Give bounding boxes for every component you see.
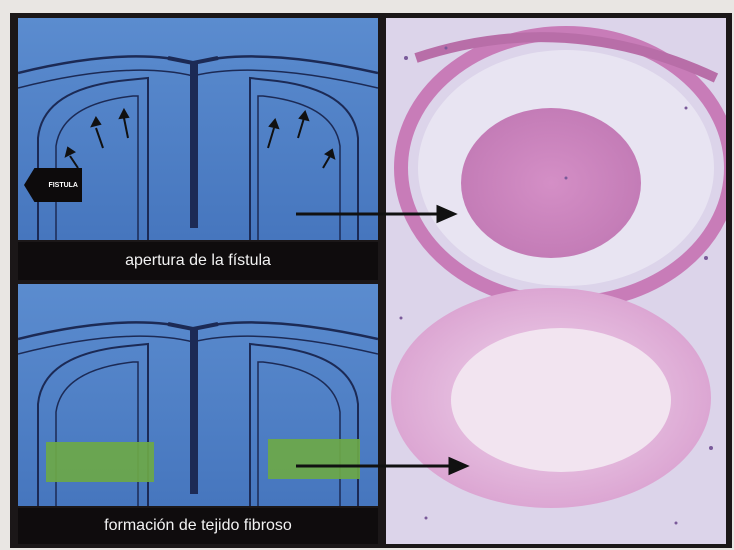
fistula-tag-label: FISTULA [48,182,78,189]
histo-core-top [461,108,641,258]
caption-top: apertura de la fístula [18,242,378,280]
fistula-tag: FISTULA [24,168,82,202]
diagram-bottom-svg [18,284,378,506]
histology-svg [386,18,726,544]
caption-bottom-text: formación de tejido fibroso [104,517,292,535]
caption-bottom: formación de tejido fibroso [18,508,378,544]
histology-panel [386,18,726,544]
fibrous-tissue-right [268,439,360,479]
diagram-top-panel: FISTULA [18,18,378,240]
diagram-bottom-panel [18,284,378,506]
diagram-top-svg [18,18,378,240]
caption-top-text: apertura de la fístula [125,252,271,270]
histo-fibrous-inner [451,328,671,472]
fibrous-tissue-left [46,442,154,482]
